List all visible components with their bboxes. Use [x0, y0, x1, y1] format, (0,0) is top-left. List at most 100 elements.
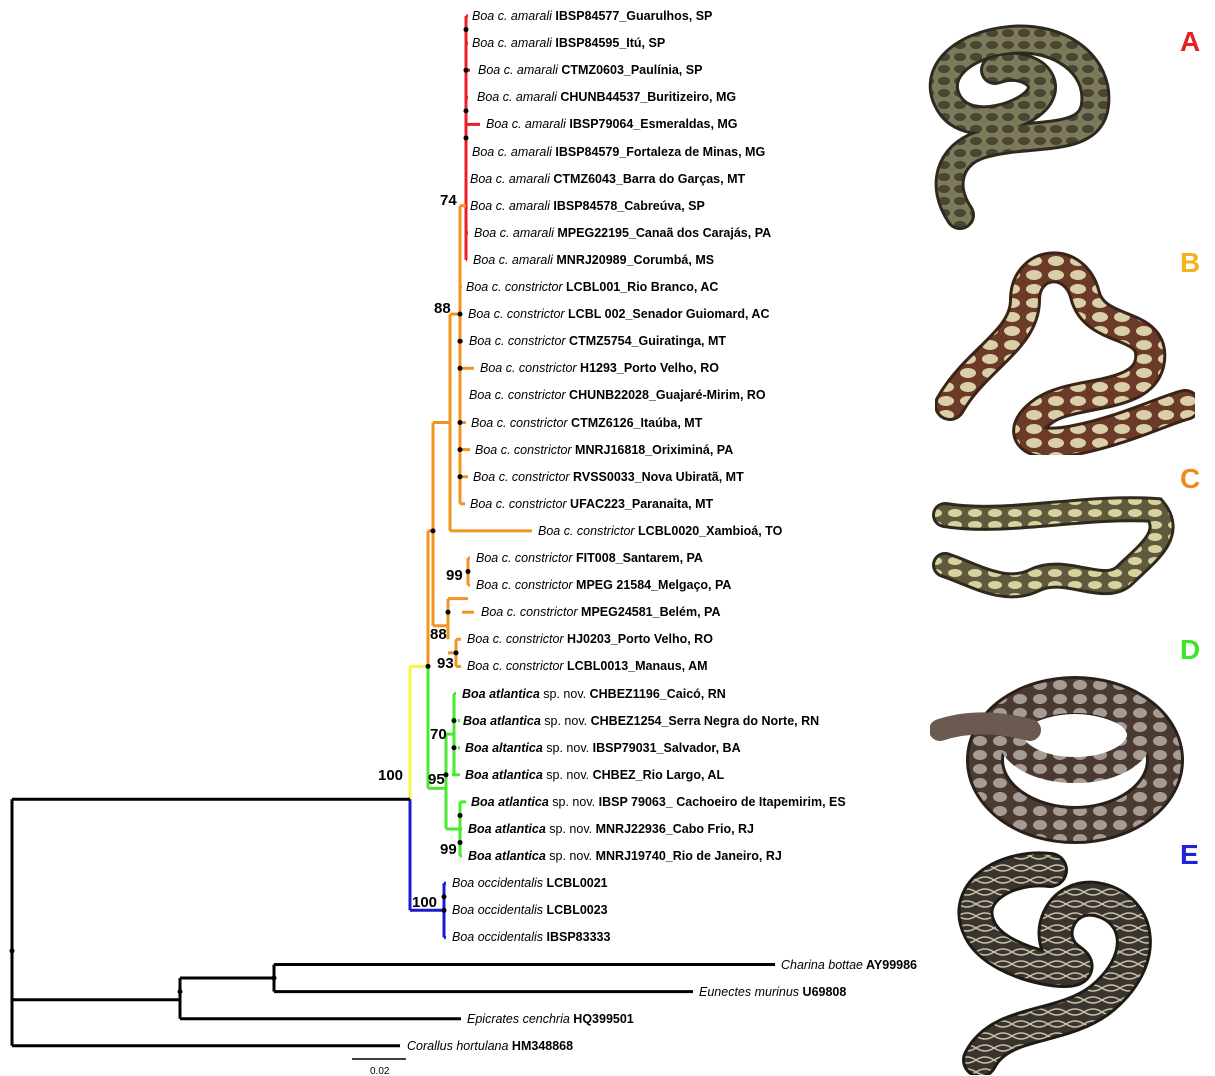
tip-species: Boa atlantica — [463, 714, 541, 728]
node-dot — [458, 447, 463, 452]
tip-code: CTMZ6126_Itaúba, MT — [568, 416, 703, 430]
tip-species: Boa c. amarali — [470, 199, 550, 213]
tip-species: Boa atlantica — [465, 768, 543, 782]
tip-code: MNRJ16818_Oriximiná, PA — [572, 443, 734, 457]
tip-nov: sp. nov. — [543, 768, 589, 782]
tip-code: IBSP 79063_ Cachoeiro de Itapemirim, ES — [595, 795, 846, 809]
tip-label: Boa c. constrictor LCBL0013_Manaus, AM — [467, 659, 708, 673]
tip-nov: sp. nov. — [540, 687, 586, 701]
tip-label: Boa c. constrictor MPEG24581_Belém, PA — [481, 605, 720, 619]
tip-species: Boa c. amarali — [486, 117, 566, 131]
tip-label: Boa c. constrictor MPEG 21584_Melgaço, P… — [476, 578, 731, 592]
tip-code: CTMZ5754_Guiratinga, MT — [566, 334, 726, 348]
node-dot — [458, 339, 463, 344]
node-dot — [452, 718, 457, 723]
tip-code: IBSP84577_Guarulhos, SP — [552, 9, 713, 23]
tip-label: Boa c. constrictor UFAC223_Paranaita, MT — [470, 497, 713, 511]
tip-label: Boa c. amarali IBSP84595_Itú, SP — [472, 36, 665, 50]
tip-species: Boa c. constrictor — [538, 524, 635, 538]
tip-label: Boa c. constrictor CTMZ6126_Itaúba, MT — [471, 416, 702, 430]
support-value: 74 — [440, 193, 457, 209]
tip-code: CTMZ6043_Barra do Garças, MT — [550, 172, 745, 186]
tip-code: LCBL0023 — [543, 903, 608, 917]
tip-label: Boa c. constrictor CHUNB22028_Guajaré-Mi… — [469, 388, 766, 402]
node-dot — [272, 976, 277, 981]
tip-code: IBSP79064_Esmeraldas, MG — [566, 117, 738, 131]
tip-nov: sp. nov. — [546, 822, 592, 836]
node-dot — [178, 989, 183, 994]
tip-code: FIT008_Santarem, PA — [573, 551, 703, 565]
tip-species: Boa c. amarali — [477, 90, 557, 104]
tip-code: MNRJ20989_Corumbá, MS — [553, 253, 714, 267]
node-dot — [446, 610, 451, 615]
node-dot — [466, 569, 471, 574]
tip-species: Boa occidentalis — [452, 930, 543, 944]
tip-code: MNRJ22936_Cabo Frio, RJ — [592, 822, 754, 836]
tip-species: Epicrates cenchria — [467, 1012, 570, 1026]
tip-code: AY99986 — [863, 958, 917, 972]
tip-code: CTMZ0603_Paulínia, SP — [558, 63, 703, 77]
tip-label: Eunectes murinus U69808 — [699, 985, 846, 999]
node-dot — [431, 528, 436, 533]
tip-label: Corallus hortulana HM348868 — [407, 1039, 573, 1053]
tip-species: Boa occidentalis — [452, 903, 543, 917]
tip-label: Boa c. amarali MPEG22195_Canaã dos Caraj… — [474, 226, 771, 240]
tip-label: Boa altantica sp. nov. IBSP79031_Salvado… — [465, 741, 741, 755]
tip-label: Boa c. amarali IBSP84577_Guarulhos, SP — [472, 9, 712, 23]
support-value: 88 — [434, 301, 451, 317]
node-dot — [464, 135, 469, 140]
tip-code: HM348868 — [508, 1039, 573, 1053]
snake-photo-a — [920, 15, 1115, 230]
tip-label: Boa atlantica sp. nov. MNRJ19740_Rio de … — [468, 849, 782, 863]
tip-species: Boa altantica — [465, 741, 543, 755]
panel-letter-b: B — [1180, 248, 1200, 278]
tip-code: CHBEZ1254_Serra Negra do Norte, RN — [587, 714, 819, 728]
tip-code: MPEG24581_Belém, PA — [578, 605, 721, 619]
panel-letter-d: D — [1180, 635, 1200, 665]
tip-species: Boa c. constrictor — [475, 443, 572, 457]
support-value: 70 — [430, 727, 447, 743]
node-dot — [464, 27, 469, 32]
node-dot — [458, 474, 463, 479]
tip-species: Boa c. constrictor — [466, 280, 563, 294]
tip-label: Boa occidentalis LCBL0021 — [452, 876, 608, 890]
tip-species: Boa c. constrictor — [467, 632, 564, 646]
node-dot — [426, 664, 431, 669]
tip-species: Boa atlantica — [468, 849, 546, 863]
tip-species: Charina bottae — [781, 958, 863, 972]
tip-species: Boa occidentalis — [452, 876, 543, 890]
tip-species: Boa c. constrictor — [469, 334, 566, 348]
tip-species: Boa c. constrictor — [468, 307, 565, 321]
tip-code: LCBL0021 — [543, 876, 608, 890]
snake-photo-e — [940, 850, 1180, 1075]
tip-code: IBSP79031_Salvador, BA — [589, 741, 740, 755]
tip-label: Boa atlantica sp. nov. CHBEZ1196_Caicó, … — [462, 687, 726, 701]
tip-code: LCBL 002_Senador Guiomard, AC — [565, 307, 770, 321]
tip-label: Boa occidentalis LCBL0023 — [452, 903, 608, 917]
tip-species: Boa c. constrictor — [473, 470, 570, 484]
tip-code: CHBEZ1196_Caicó, RN — [586, 687, 726, 701]
support-value: 99 — [440, 842, 457, 858]
tip-species: Boa c. amarali — [474, 226, 554, 240]
tip-code: MNRJ19740_Rio de Janeiro, RJ — [592, 849, 782, 863]
tip-nov: sp. nov. — [543, 741, 589, 755]
tip-label: Charina bottae AY99986 — [781, 958, 917, 972]
node-dot — [458, 840, 463, 845]
tip-label: Boa c. amarali CHUNB44537_Buritizeiro, M… — [477, 90, 736, 104]
tip-code: HQ399501 — [570, 1012, 634, 1026]
tip-label: Epicrates cenchria HQ399501 — [467, 1012, 634, 1026]
tip-species: Eunectes murinus — [699, 985, 799, 999]
tip-species: Boa atlantica — [462, 687, 540, 701]
tip-label: Boa c. amarali IBSP79064_Esmeraldas, MG — [486, 117, 738, 131]
node-dot — [454, 650, 459, 655]
tip-species: Boa c. constrictor — [470, 497, 567, 511]
tip-code: IBSP84578_Cabreúva, SP — [550, 199, 705, 213]
tip-label: Boa atlantica sp. nov. MNRJ22936_Cabo Fr… — [468, 822, 754, 836]
tip-label: Boa c. amarali IBSP84578_Cabreúva, SP — [470, 199, 705, 213]
tip-species: Boa c. amarali — [472, 9, 552, 23]
tip-code: LCBL0013_Manaus, AM — [564, 659, 708, 673]
panel-letter-e: E — [1180, 840, 1199, 870]
tip-label: Boa c. constrictor RVSS0033_Nova Ubiratã… — [473, 470, 744, 484]
support-value: 100 — [412, 895, 437, 911]
tip-code: U69808 — [799, 985, 846, 999]
